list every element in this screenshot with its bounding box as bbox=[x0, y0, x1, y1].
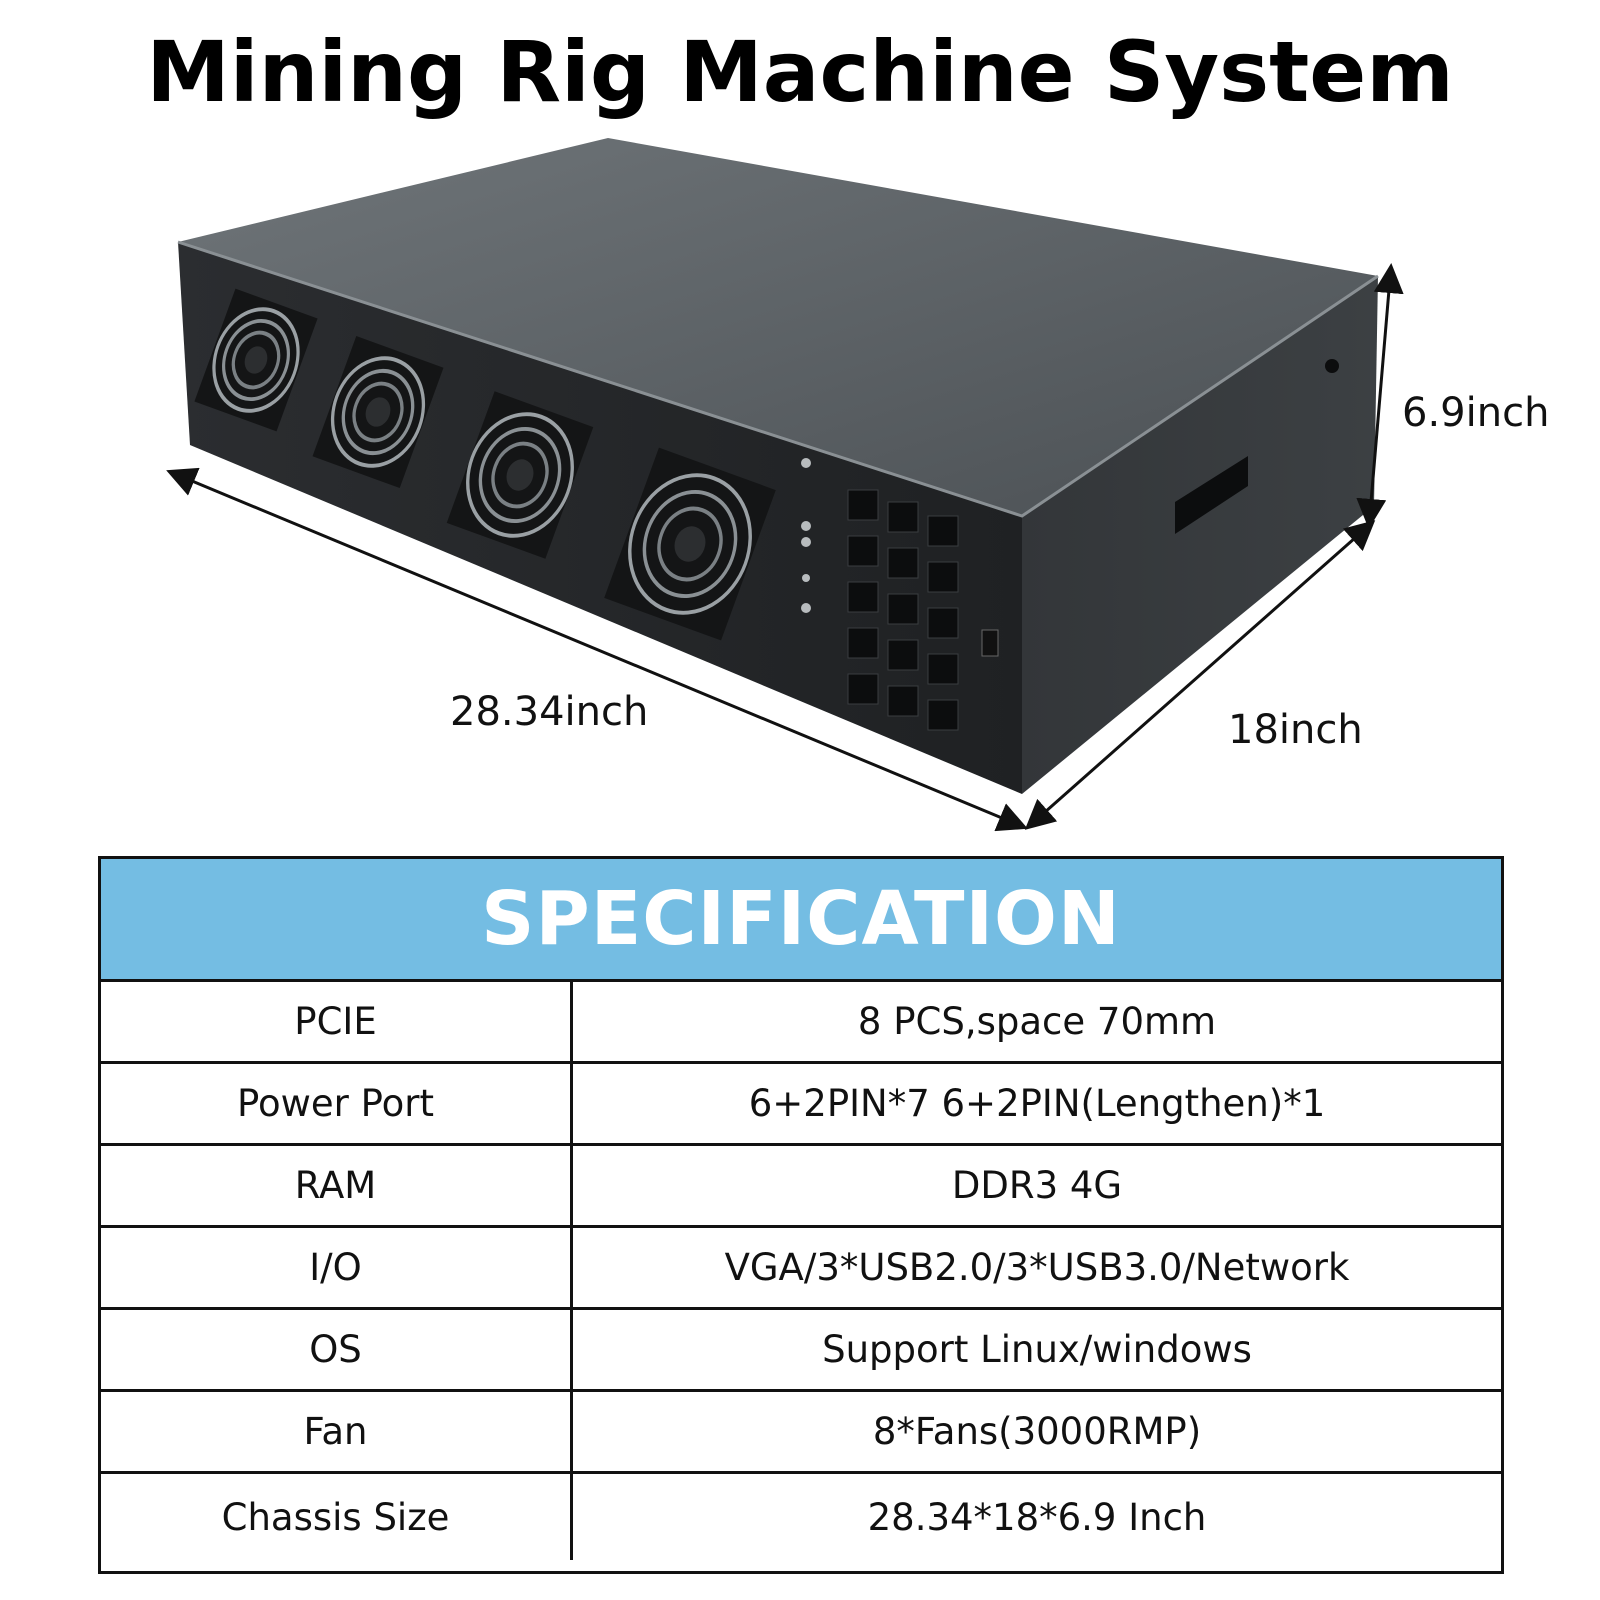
chassis-illustration bbox=[166, 138, 1404, 832]
power-switch-icon bbox=[981, 629, 999, 657]
spec-key: RAM bbox=[101, 1146, 573, 1225]
spec-value: 8*Fans(3000RMP) bbox=[872, 1410, 1202, 1453]
spec-value: Support Linux/windows bbox=[822, 1328, 1252, 1371]
table-row: OS Support Linux/windows bbox=[101, 1310, 1501, 1392]
table-row: Fan 8*Fans(3000RMP) bbox=[101, 1392, 1501, 1474]
spec-key: OS bbox=[101, 1310, 573, 1389]
specification-table: SPECIFICATION PCIE 8 PCS,space 70mm Powe… bbox=[98, 856, 1504, 1574]
table-row: Chassis Size 28.34*18*6.9 Inch bbox=[101, 1474, 1501, 1560]
spec-value: VGA/3*USB2.0/3*USB3.0/Network bbox=[724, 1246, 1350, 1289]
table-row: Power Port 6+2PIN*7 6+2PIN(Lengthen)*1 bbox=[101, 1064, 1501, 1146]
spec-value: 8 PCS,space 70mm bbox=[857, 1000, 1217, 1043]
fan-icon bbox=[312, 335, 444, 489]
page-title: Mining Rig Machine System bbox=[146, 23, 1454, 121]
height-label: 6.9inch bbox=[1402, 390, 1550, 436]
spec-value: 6+2PIN*7 6+2PIN(Lengthen)*1 bbox=[748, 1082, 1326, 1125]
spec-key: Fan bbox=[101, 1392, 573, 1471]
depth-arrow bbox=[1024, 520, 1376, 830]
spec-key: Power Port bbox=[101, 1064, 573, 1143]
fan-icon bbox=[194, 288, 318, 432]
spec-key: PCIE bbox=[101, 982, 573, 1061]
spec-key: I/O bbox=[101, 1228, 573, 1307]
spec-value: DDR3 4G bbox=[951, 1164, 1123, 1207]
table-row: I/O VGA/3*USB2.0/3*USB3.0/Network bbox=[101, 1228, 1501, 1310]
length-arrow bbox=[166, 467, 1028, 832]
height-arrow bbox=[1356, 263, 1404, 529]
spec-key: Chassis Size bbox=[101, 1474, 573, 1560]
length-label: 28.34inch bbox=[450, 689, 649, 735]
table-row: RAM DDR3 4G bbox=[101, 1146, 1501, 1228]
specification-header: SPECIFICATION bbox=[101, 859, 1501, 982]
chassis-top bbox=[178, 138, 1378, 516]
depth-label: 18inch bbox=[1228, 707, 1363, 753]
table-row: PCIE 8 PCS,space 70mm bbox=[101, 982, 1501, 1064]
spec-value: 28.34*18*6.9 Inch bbox=[867, 1495, 1207, 1539]
